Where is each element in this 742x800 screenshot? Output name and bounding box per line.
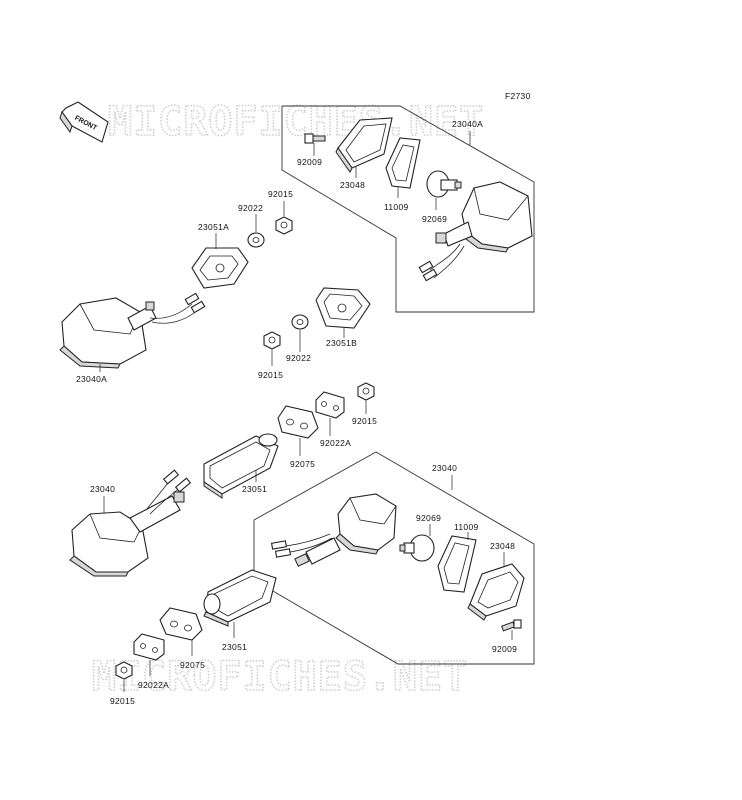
nut-icon-a xyxy=(275,216,293,235)
front-arrow-icon: FRONT xyxy=(59,101,109,143)
bracket-icon-23051-a xyxy=(203,433,279,499)
turn-signal-icon-lower-right xyxy=(270,493,397,567)
washer-icon-a xyxy=(247,232,265,248)
label-92069-top: 92069 xyxy=(422,214,447,224)
label-23040-right: 23040 xyxy=(432,463,457,473)
label-11009-b: 11009 xyxy=(454,522,479,532)
label-92075-b: 92075 xyxy=(180,660,205,670)
nut-icon-b xyxy=(263,331,281,350)
nut-icon-d xyxy=(115,661,133,680)
turn-signal-icon-left-upper xyxy=(59,292,206,369)
gasket-icon-top xyxy=(385,137,421,189)
lens-icon-bottom xyxy=(467,563,525,621)
label-23048-top: 23048 xyxy=(340,180,365,190)
label-92009-b: 92009 xyxy=(492,644,517,654)
plate-icon-a xyxy=(315,391,345,419)
label-23051A: 23051A xyxy=(198,222,229,232)
label-23040A-top: 23040A xyxy=(452,119,483,129)
label-92015-d: 92015 xyxy=(110,696,135,706)
bulb-icon-bottom xyxy=(399,534,435,562)
label-92022-a: 92022 xyxy=(238,203,263,213)
bracket-icon-23051B xyxy=(315,287,371,329)
turn-signal-icon-left-lower xyxy=(69,469,192,577)
grommet-icon-a xyxy=(277,405,319,439)
screw-icon-bottom xyxy=(501,619,522,632)
label-92015-b: 92015 xyxy=(258,370,283,380)
nut-icon-c xyxy=(357,382,375,401)
label-92022A-b: 92022A xyxy=(138,680,169,690)
plate-icon-b xyxy=(133,633,165,661)
assembly-box-top xyxy=(281,105,535,313)
watermark-bottom: MICROFICHES.NET xyxy=(92,654,468,700)
washer-icon-b xyxy=(291,314,309,330)
label-92075-a: 92075 xyxy=(290,459,315,469)
turn-signal-icon-top-right xyxy=(418,181,533,282)
bracket-icon-23051-b xyxy=(203,569,277,627)
label-92022A-a: 92022A xyxy=(320,438,351,448)
gasket-icon-bottom xyxy=(437,535,477,593)
bracket-icon-23051A xyxy=(191,247,249,289)
label-92009-top: 92009 xyxy=(297,157,322,167)
label-11009-top: 11009 xyxy=(384,202,409,212)
figure-code: F2730 xyxy=(505,91,531,101)
grommet-icon-b xyxy=(159,607,203,641)
lens-icon-top xyxy=(335,117,393,173)
label-92015-c: 92015 xyxy=(352,416,377,426)
label-92015-a: 92015 xyxy=(268,189,293,199)
label-23040-left: 23040 xyxy=(90,484,115,494)
label-92069-b: 92069 xyxy=(416,513,441,523)
label-23051B: 23051B xyxy=(326,338,357,348)
label-23051-a: 23051 xyxy=(242,484,267,494)
label-23040A-left: 23040A xyxy=(76,374,107,384)
label-92022-b: 92022 xyxy=(286,353,311,363)
screw-icon-top xyxy=(304,133,326,144)
label-23051-b: 23051 xyxy=(222,642,247,652)
bulb-icon-top xyxy=(426,170,462,198)
label-23048-b: 23048 xyxy=(490,541,515,551)
